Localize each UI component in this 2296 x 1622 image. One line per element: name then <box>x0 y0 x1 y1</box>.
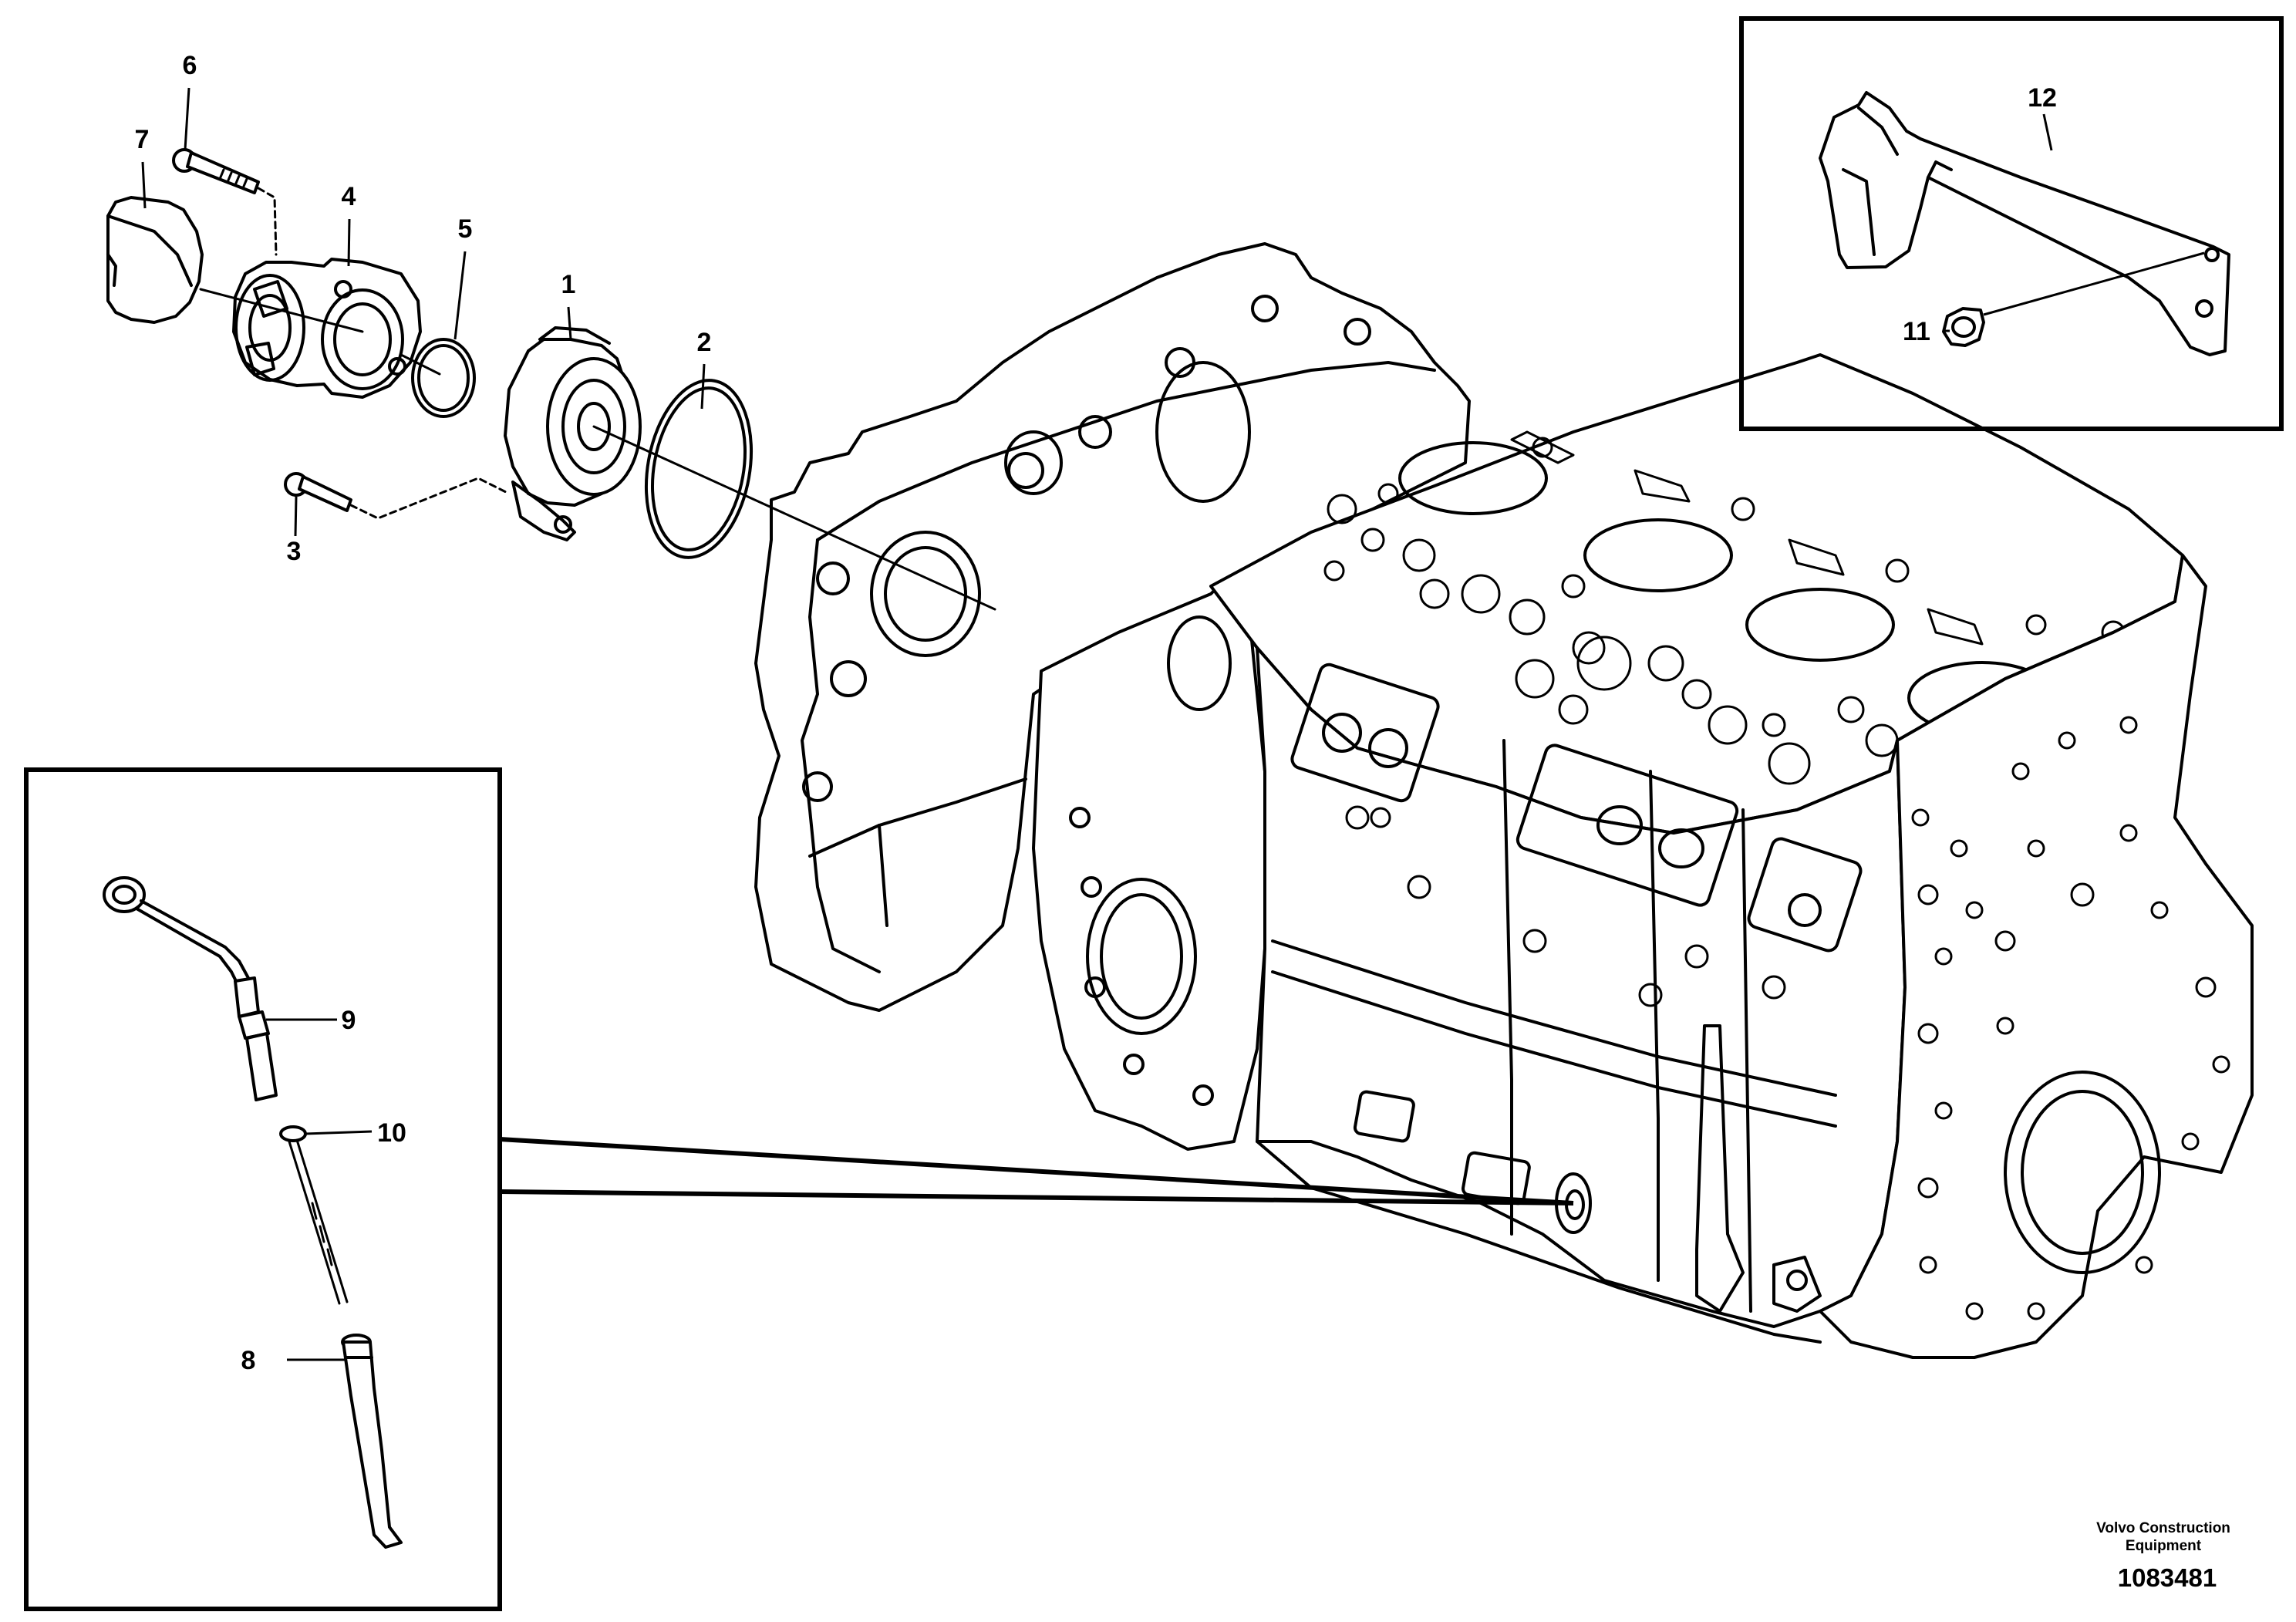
callout-4: 4 <box>342 182 356 211</box>
part-1-water-pump <box>504 326 642 541</box>
callout-7: 7 <box>135 125 150 154</box>
inset-dipstick-detail <box>24 767 502 1611</box>
part-7-cap <box>106 196 204 324</box>
callout-3: 3 <box>287 537 302 566</box>
part-5-o-ring <box>411 338 476 418</box>
callout-1: 1 <box>561 270 576 299</box>
rear-face-holes <box>1911 716 2230 1320</box>
part-4-housing <box>232 258 422 399</box>
callout-2: 2 <box>697 328 712 357</box>
publisher-name-line2: Equipment <box>2126 1538 2202 1554</box>
callout-5: 5 <box>458 214 473 244</box>
callout-6: 6 <box>183 51 197 80</box>
part-2-o-ring <box>644 379 754 559</box>
part-3-bolt <box>284 472 352 512</box>
part-11-bolt <box>1942 307 1985 347</box>
part-6-bolt <box>172 148 260 194</box>
callout-11: 11 <box>1903 317 1930 346</box>
callout-12: 12 <box>2028 83 2057 113</box>
inset-bracket-detail <box>1739 16 2284 431</box>
callout-9: 9 <box>342 1006 356 1035</box>
callout-leaders <box>141 87 2053 1361</box>
publisher-name: Volvo Construction <box>2096 1520 2230 1536</box>
drawing-number: 1083481 <box>2118 1563 2217 1592</box>
callout-8: 8 <box>241 1346 256 1375</box>
engine-block <box>754 242 2254 1359</box>
callout-10: 10 <box>377 1118 406 1148</box>
